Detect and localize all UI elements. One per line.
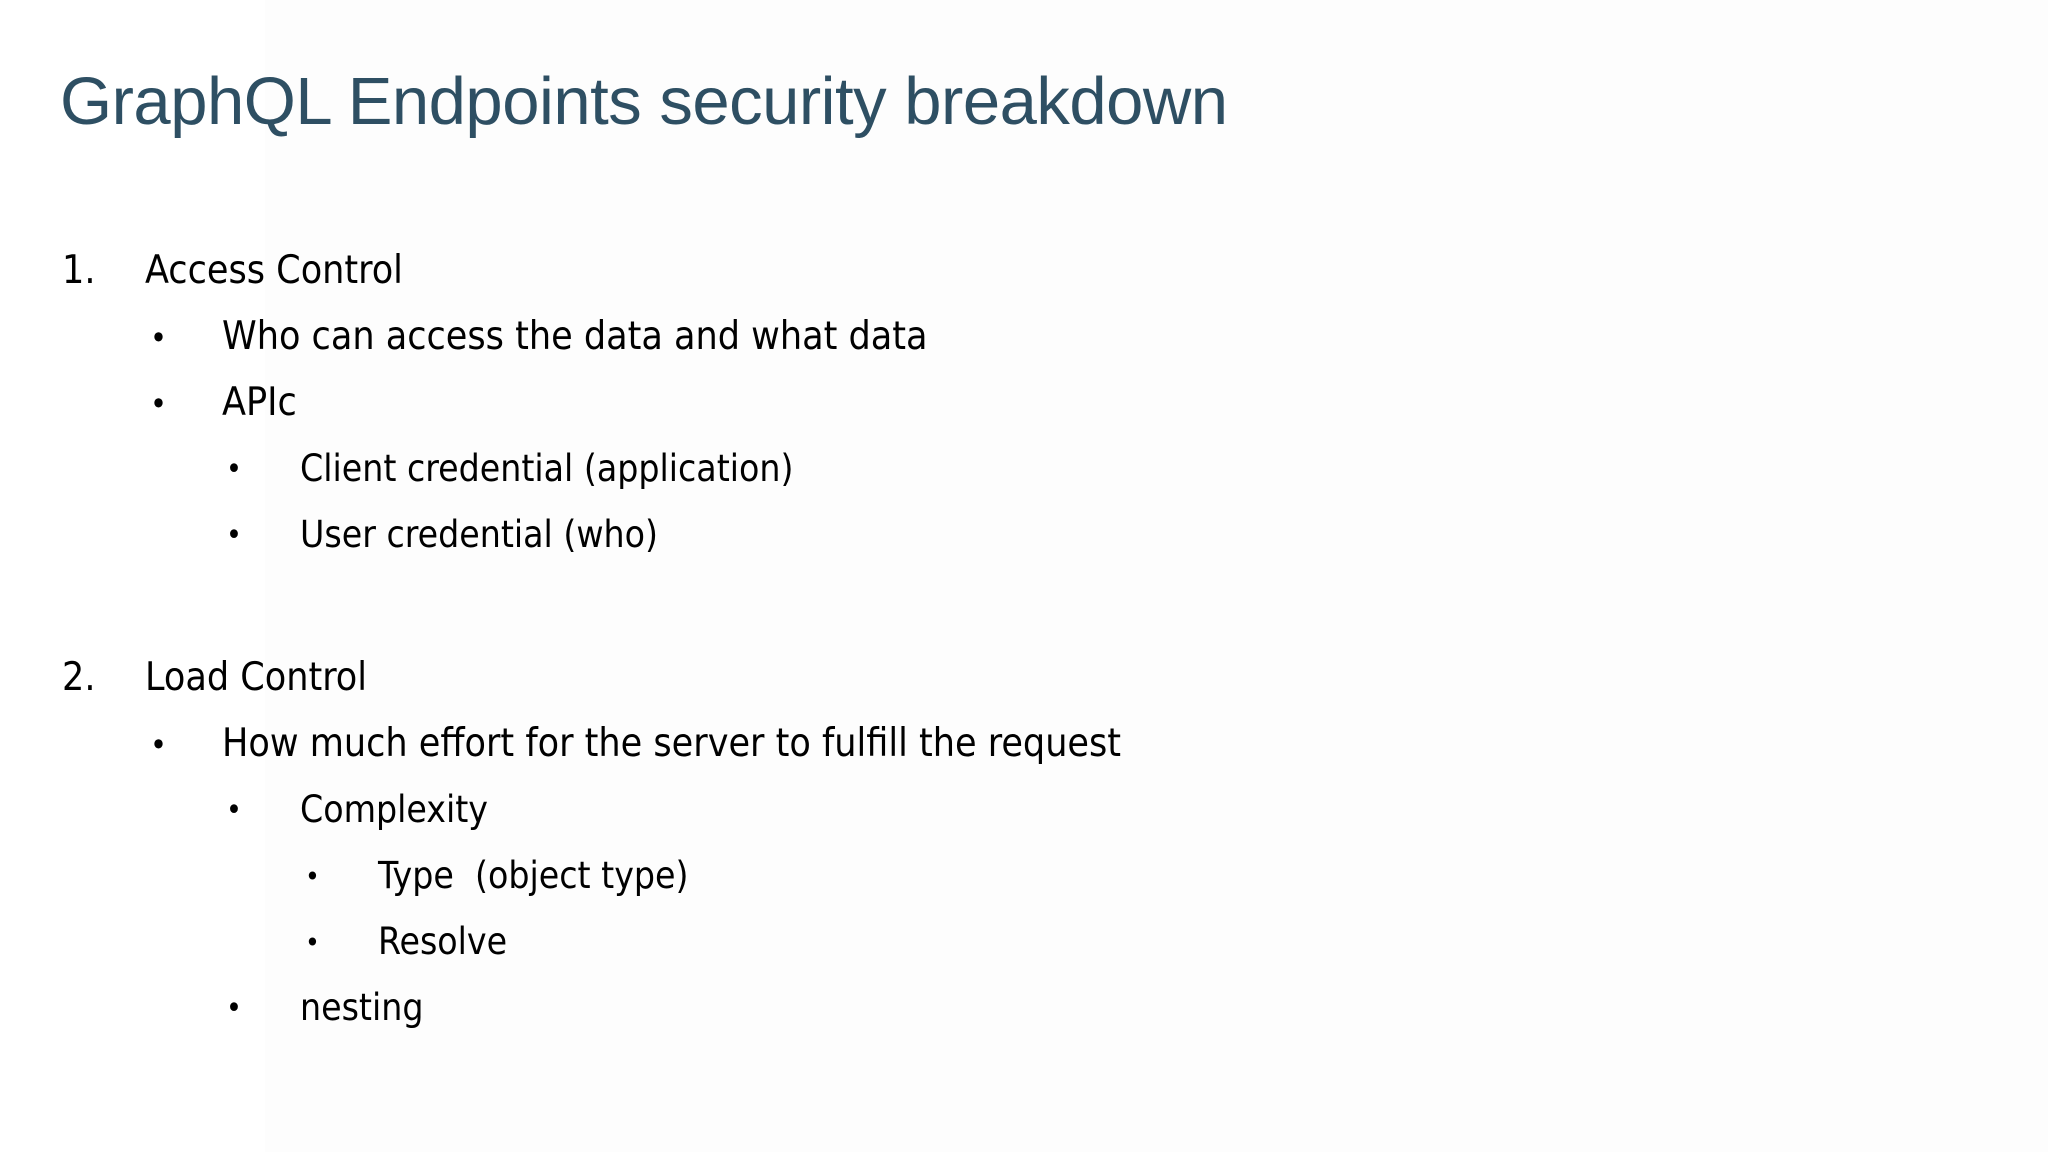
outline-item-level-2: • APIc [0,378,2048,444]
bullet-icon: • [305,926,320,959]
bullet-icon: • [226,518,242,553]
outline-item-label: Client credential (application) [300,447,794,490]
outline-item-level-2: • How much effort for the server to fulfi… [0,719,2048,785]
bullet-icon: • [150,319,167,357]
bullet-icon: • [150,385,167,423]
outline-item-level-4: • Resolve [0,917,2048,983]
bullet-icon: • [150,726,167,764]
title-placeholder: GraphQL Endpoints security breakdown [60,62,1960,142]
outline-item-label: User credential (who) [300,513,659,556]
outline-item-label: APIc [222,380,297,425]
outline-item-label: Load Control [145,655,367,700]
outline-item-level-1: 1. Access Control [0,246,2048,312]
body-placeholder: 1. Access Control • Who can access the data… [0,246,2048,1049]
bullet-icon: • [226,991,242,1026]
bullet-icon: • [226,793,242,828]
outline-item-level-3: • Client credential (application) [0,444,2048,510]
outline-item-level-1: 2. Load Control [0,653,2048,719]
outline-item-level-3: • Complexity [0,785,2048,851]
outline-spacer [0,576,2048,653]
list-number-marker: 2. [62,655,96,700]
outline-item-label: How much effort for the server to fulfil… [222,721,1122,766]
outline-item-label: Type (object type) [378,854,689,897]
bullet-icon: • [226,452,242,487]
outline-item-label: Access Control [145,248,403,293]
outline-item-label: nesting [300,986,424,1029]
outline-item-label: Who can access the data and what data [222,314,928,359]
list-number-marker: 1. [62,248,96,293]
outline-item-level-3: • nesting [0,983,2048,1049]
outline-item-level-2: • Who can access the data and what data [0,312,2048,378]
page-title: GraphQL Endpoints security breakdown [60,64,1228,139]
outline-item-label: Complexity [300,788,488,831]
bullet-icon: • [305,860,320,893]
outline-item-level-3: • User credential (who) [0,510,2048,576]
outline-item-label: Resolve [378,920,508,963]
outline-item-level-4: • Type (object type) [0,851,2048,917]
